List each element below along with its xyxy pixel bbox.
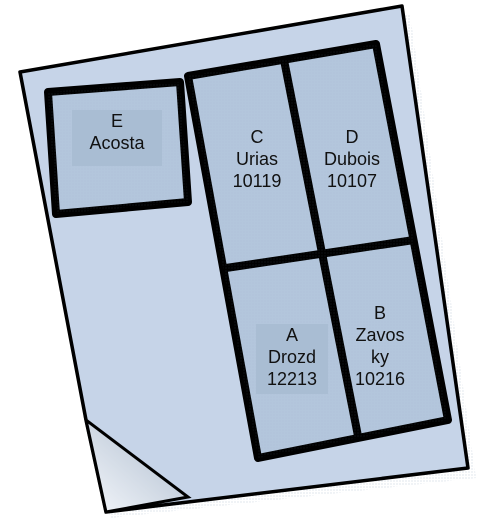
room-d-letter: D (314, 126, 390, 148)
room-b-name-line1: Zavos (350, 324, 410, 346)
room-c-letter: C (222, 126, 292, 148)
room-b-letter: B (350, 302, 410, 324)
room-c-name: Urias (222, 148, 292, 170)
room-a-letter: A (256, 324, 328, 346)
room-c-label: C Urias 10119 (222, 126, 292, 192)
room-d-label: D Dubois 10107 (314, 126, 390, 192)
room-a-label: A Drozd 12213 (256, 324, 328, 394)
room-a-name: Drozd (256, 346, 328, 368)
room-e-letter: E (72, 110, 162, 132)
room-e-name: Acosta (72, 132, 162, 154)
room-d-name: Dubois (314, 148, 390, 170)
room-e-label: E Acosta (72, 110, 162, 166)
room-b-name-line2: ky (350, 346, 410, 368)
room-a-number: 12213 (256, 368, 328, 390)
room-b-label: B Zavos ky 10216 (350, 302, 410, 390)
room-b-number: 10216 (350, 368, 410, 390)
room-d-number: 10107 (314, 170, 390, 192)
room-c-number: 10119 (222, 170, 292, 192)
